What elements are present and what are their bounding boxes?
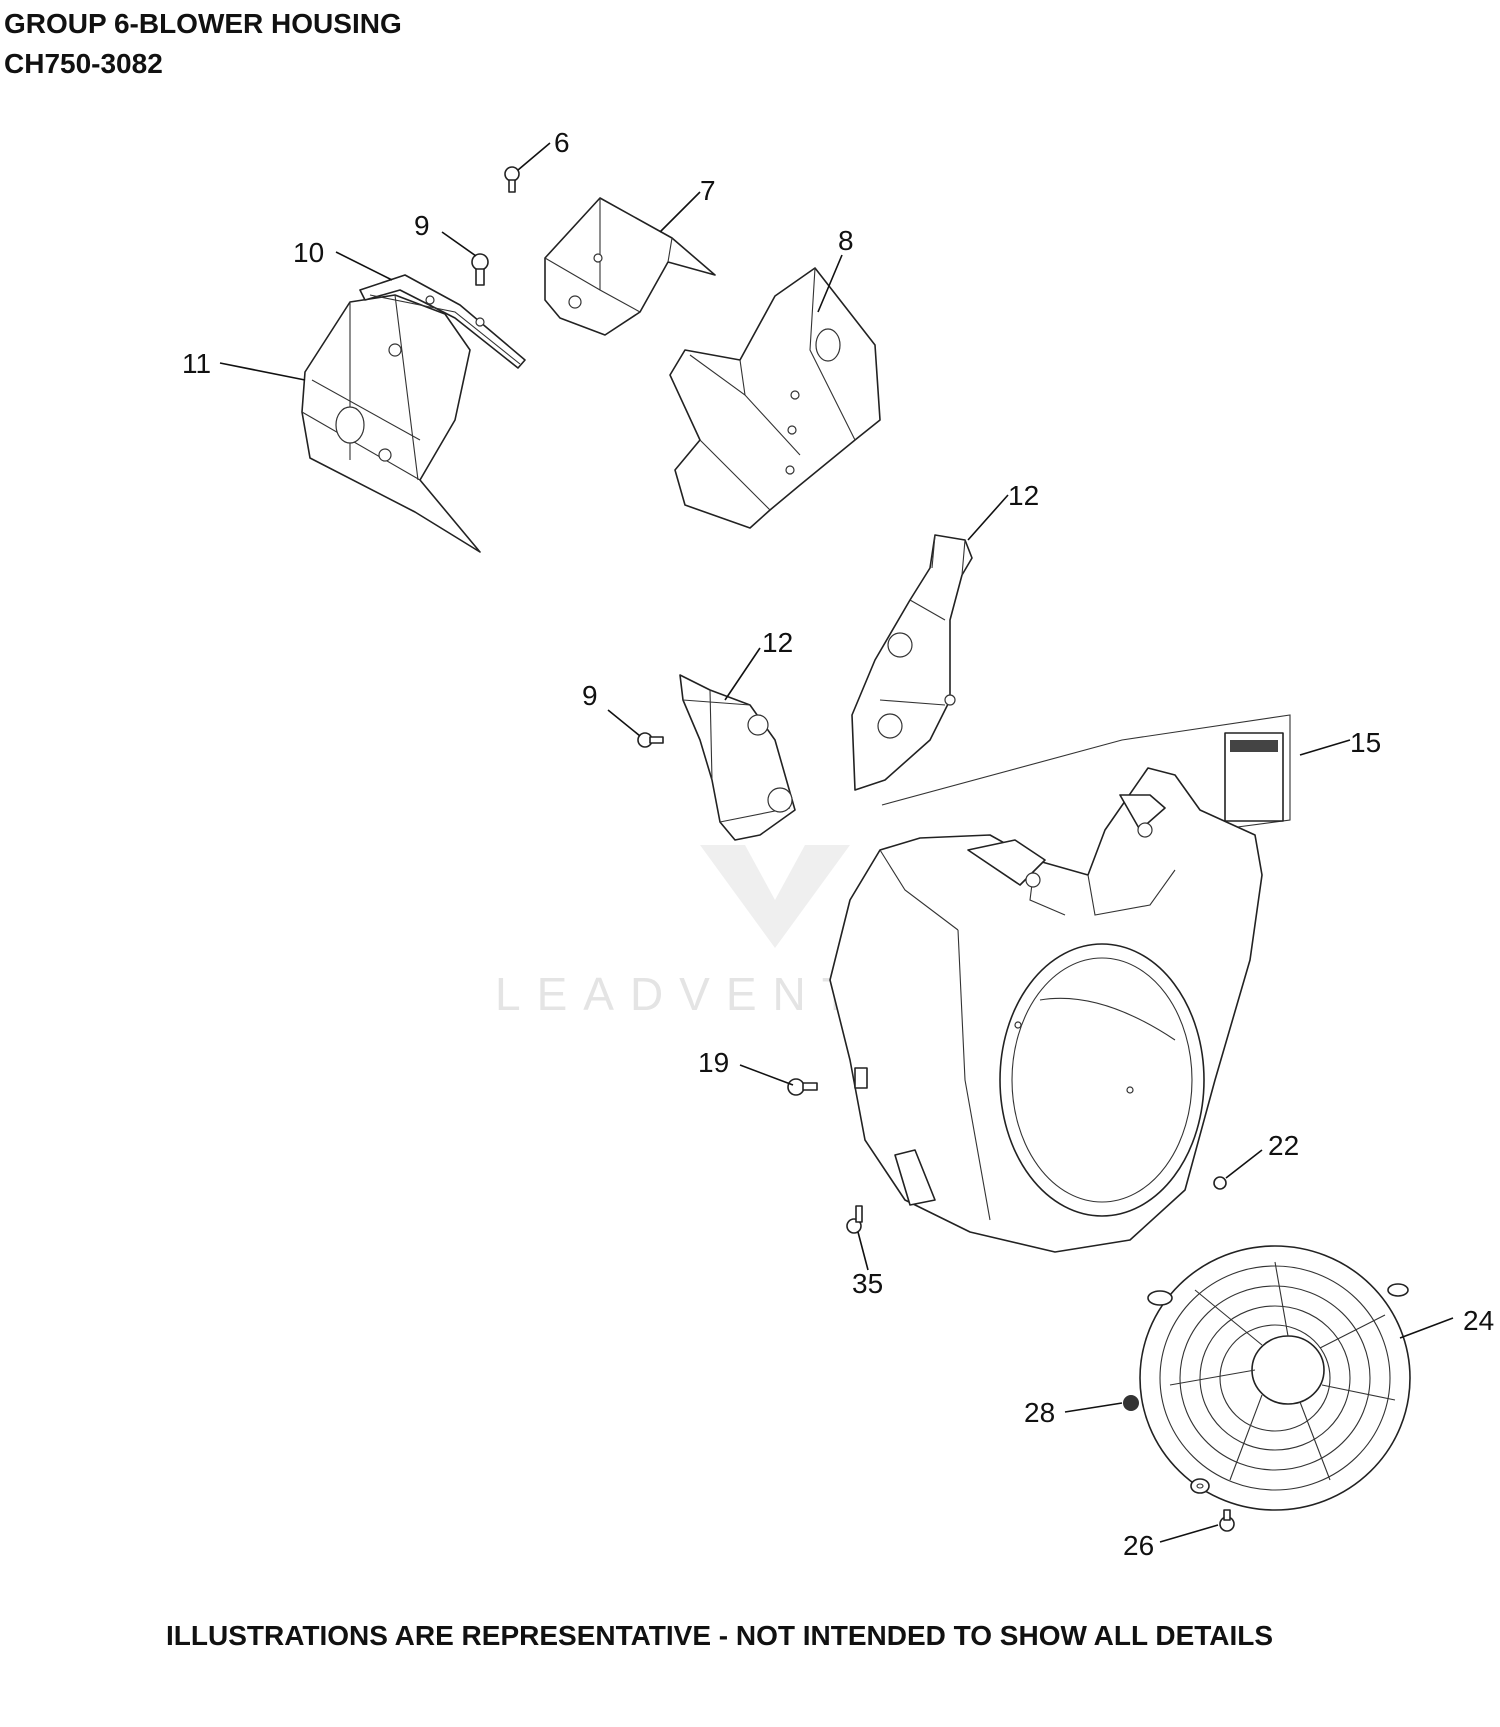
blower-housing	[829, 767, 1263, 1253]
pin-22	[1213, 1176, 1227, 1190]
callout-9-upper: 9	[414, 210, 430, 241]
bolt-9-lower	[637, 732, 664, 748]
part-8-side-shroud	[669, 267, 881, 529]
part-24-fan-grille	[1139, 1245, 1411, 1511]
callout-11: 11	[182, 348, 211, 379]
bolt-35	[846, 1205, 863, 1234]
callout-22: 22	[1268, 1130, 1299, 1161]
part-12-lower-bracket	[679, 674, 796, 841]
part-11-baffle	[301, 294, 481, 553]
disclaimer-footer: ILLUSTRATIONS ARE REPRESENTATIVE - NOT I…	[166, 1620, 1274, 1651]
callouts: 6 7 8 9 10 11 12 12 9 15 19 22 35 24 28 …	[182, 127, 1494, 1561]
callout-19: 19	[698, 1047, 729, 1078]
callout-28: 28	[1024, 1397, 1055, 1428]
callout-7: 7	[700, 175, 716, 206]
watermark-logo	[700, 845, 850, 948]
washer	[1190, 1478, 1210, 1494]
leader-lines	[219, 142, 1454, 1543]
part-10-shield	[359, 274, 526, 369]
screw-28	[1123, 1395, 1139, 1411]
callout-6: 6	[554, 127, 570, 158]
callout-12-upper: 12	[1008, 480, 1039, 511]
callout-26: 26	[1123, 1530, 1154, 1561]
part-7-upper-housing	[544, 197, 716, 336]
fasteners	[471, 166, 1235, 1532]
callout-10: 10	[293, 237, 324, 268]
callout-9-lower: 9	[582, 680, 598, 711]
callout-12-lower: 12	[762, 627, 793, 658]
part-12-upper-bracket	[851, 534, 973, 791]
bolt-9-upper	[471, 253, 489, 286]
part-15-decal	[881, 714, 1291, 829]
bolt-26	[1219, 1509, 1235, 1532]
diagram-title: GROUP 6-BLOWER HOUSING	[4, 8, 402, 39]
callout-15: 15	[1350, 727, 1381, 758]
bolt-19	[787, 1078, 818, 1096]
callout-8: 8	[838, 225, 854, 256]
callout-35: 35	[852, 1268, 883, 1299]
model-number: CH750-3082	[4, 48, 163, 79]
bolt-6	[504, 166, 520, 193]
callout-24: 24	[1463, 1305, 1494, 1336]
